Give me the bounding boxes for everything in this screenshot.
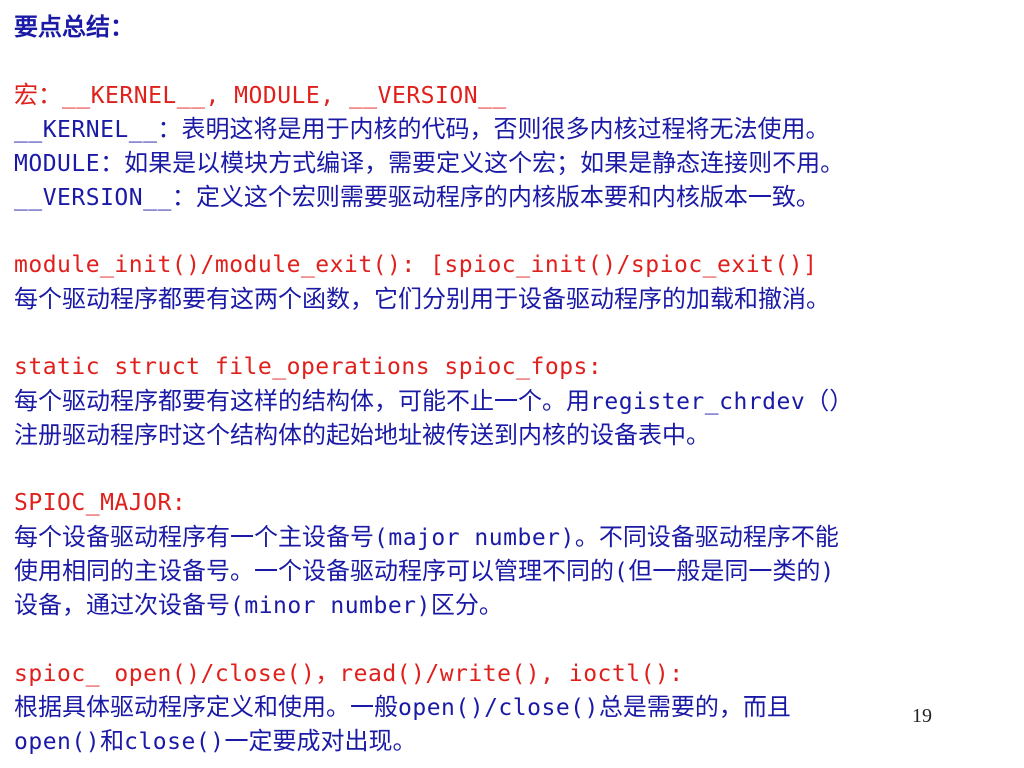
major-text-line-2: 使用相同的主设备号。一个设备驱动程序可以管理不同的(但一般是同一类的) [14,554,1014,588]
init-exit-text: 每个驱动程序都要有这两个函数，它们分别用于设备驱动程序的加载和撤消。 [14,285,830,313]
major-heading: SPIOC_MAJOR: [14,490,187,516]
fops-text-suffix: （） [805,387,854,415]
major-text2-paren-close: ) [820,559,835,585]
major-text-line-1: 每个设备驱动程序有一个主设备号(major number)。不同设备驱动程序不能 [14,520,1014,554]
major-text3-prefix: 设备，通过次设备号 [14,591,230,619]
ops-heading: spioc_ open()/close()，read()/write(), io… [14,656,1014,690]
fops-text-prefix: 每个驱动程序都要有这样的结构体，可能不止一个。用 [14,387,590,415]
fops-text-line-2: 注册驱动程序时这个结构体的起始地址被传送到内核的设备表中。 [14,421,710,449]
spacer [14,622,1014,656]
minor-number-code: (minor number) [230,593,431,619]
ops-text-line-2: open()和close()一定要成对出现。 [14,724,1014,758]
module-macro-text: ：如果是以模块方式编译，需要定义这个宏；如果是静态连接则不用。 [100,149,845,177]
version-macro-code: __VERSION__ [14,185,172,211]
module-macro-line: MODULE：如果是以模块方式编译，需要定义这个宏；如果是静态连接则不用。 [14,146,1014,180]
ops-open-close-code: open()/close() [398,695,599,721]
kernel-macro-line: __KERNEL__：表明这将是用于内核的代码，否则很多内核过程将无法使用。 [14,112,1014,146]
major-text1-suffix: 。不同设备驱动程序不能 [574,523,839,551]
ops-text1-suffix: 总是需要的，而且 [598,693,791,721]
spacer [14,214,1014,248]
ops-open-code: open() [14,729,101,755]
ops-text1-prefix: 根据具体驱动程序定义和使用。一般 [14,693,398,721]
ops-text2-suffix: 一定要成对出现。 [224,727,417,755]
spacer [14,452,1014,486]
ops-text-line-1: 根据具体驱动程序定义和使用。一般open()/close()总是需要的，而且 [14,690,1014,724]
major-number-code: (major number) [374,525,575,551]
major-text-line-3: 设备，通过次设备号(minor number)区分。 [14,588,1014,622]
macros-heading-code: __KERNEL__, MODULE, __VERSION__ [62,83,507,109]
major-text2-prefix: 使用相同的主设备号。一个设备驱动程序可以管理不同的 [14,557,614,585]
module-macro-code: MODULE [14,151,101,177]
init-exit-heading: module_init()/module_exit(): [spioc_init… [14,252,818,278]
fops-register-code: register_chrdev [590,389,806,415]
page-number: 19 [912,705,932,727]
version-macro-line: __VERSION__：定义这个宏则需要驱动程序的内核版本要和内核版本一致。 [14,180,1014,214]
major-text2-paren-open: ( [614,559,629,585]
fops-text-line-1: 每个驱动程序都要有这样的结构体，可能不止一个。用register_chrdev（… [14,384,1014,418]
ops-heading-code-1: spioc_ open()/close() [14,661,316,687]
macros-heading: 宏：__KERNEL__, MODULE, __VERSION__ [14,78,1014,112]
major-text3-suffix: 区分。 [430,591,503,619]
fops-heading: static struct file_operations spioc_fops… [14,354,603,380]
ops-heading-sep: ， [315,659,340,687]
version-macro-text: ：定义这个宏则需要驱动程序的内核版本要和内核版本一致。 [171,183,820,211]
ops-text2-mid: 和 [100,727,125,755]
ops-close-code: close() [124,729,225,755]
slide-content: 要点总结： 宏：__KERNEL__, MODULE, __VERSION__ … [14,10,1014,758]
spacer [14,316,1014,350]
macros-heading-prefix: 宏： [14,81,62,109]
major-text1-prefix: 每个设备驱动程序有一个主设备号 [14,523,374,551]
spacer [14,44,1014,78]
kernel-macro-text: ：表明这将是用于内核的代码，否则很多内核过程将无法使用。 [157,115,830,143]
major-text2-mid: 但一般是同一类的 [628,557,821,585]
slide-title: 要点总结： [14,12,134,41]
kernel-macro-code: __KERNEL__ [14,117,158,143]
ops-heading-code-2: read()/write(), ioctl(): [339,661,684,687]
